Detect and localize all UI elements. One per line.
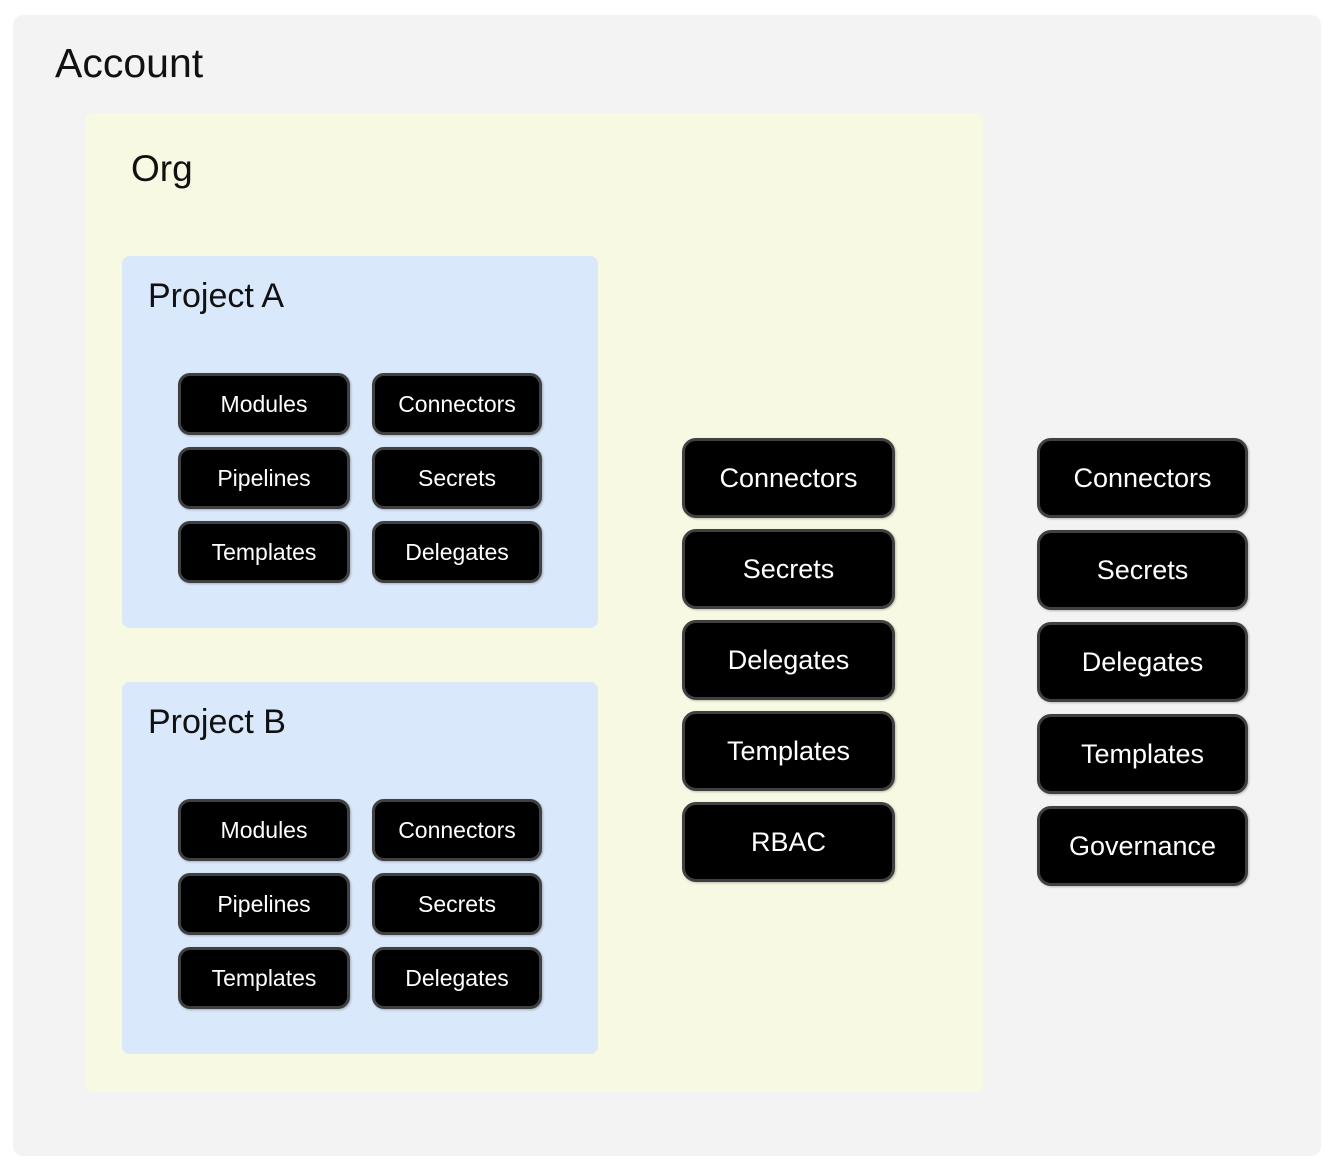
project-b-resource-grid: Modules Connectors Pipelines Secrets Tem… — [178, 799, 542, 1009]
node-project-b-modules: Modules — [178, 799, 350, 861]
node-project-a-connectors: Connectors — [372, 373, 542, 435]
node-project-a-modules: Modules — [178, 373, 350, 435]
node-org-connectors: Connectors — [682, 438, 895, 518]
node-project-b-delegates: Delegates — [372, 947, 542, 1009]
node-account-secrets: Secrets — [1037, 530, 1248, 610]
node-project-a-pipelines: Pipelines — [178, 447, 350, 509]
node-account-delegates: Delegates — [1037, 622, 1248, 702]
org-services-column: Connectors Secrets Delegates Templates R… — [682, 438, 895, 882]
node-project-b-secrets: Secrets — [372, 873, 542, 935]
project-a-container: Project A Modules Connectors Pipelines S… — [122, 256, 598, 628]
node-project-a-templates: Templates — [178, 521, 350, 583]
account-services-column: Connectors Secrets Delegates Templates G… — [1037, 438, 1248, 886]
node-project-a-delegates: Delegates — [372, 521, 542, 583]
node-project-b-connectors: Connectors — [372, 799, 542, 861]
node-account-templates: Templates — [1037, 714, 1248, 794]
node-org-templates: Templates — [682, 711, 895, 791]
project-a-resource-grid: Modules Connectors Pipelines Secrets Tem… — [178, 373, 542, 583]
node-org-secrets: Secrets — [682, 529, 895, 609]
node-account-connectors: Connectors — [1037, 438, 1248, 518]
account-title: Account — [55, 40, 204, 86]
project-b-container: Project B Modules Connectors Pipelines S… — [122, 682, 598, 1054]
project-a-title: Project A — [148, 277, 285, 315]
node-project-b-pipelines: Pipelines — [178, 873, 350, 935]
org-container: Org Project A Modules Connectors Pipelin… — [85, 113, 983, 1092]
org-title: Org — [131, 148, 193, 189]
node-account-governance: Governance — [1037, 806, 1248, 886]
node-org-delegates: Delegates — [682, 620, 895, 700]
project-b-title: Project B — [148, 703, 286, 741]
account-container: Account Org Project A Modules Connectors… — [13, 15, 1321, 1156]
node-org-rbac: RBAC — [682, 802, 895, 882]
node-project-b-templates: Templates — [178, 947, 350, 1009]
node-project-a-secrets: Secrets — [372, 447, 542, 509]
